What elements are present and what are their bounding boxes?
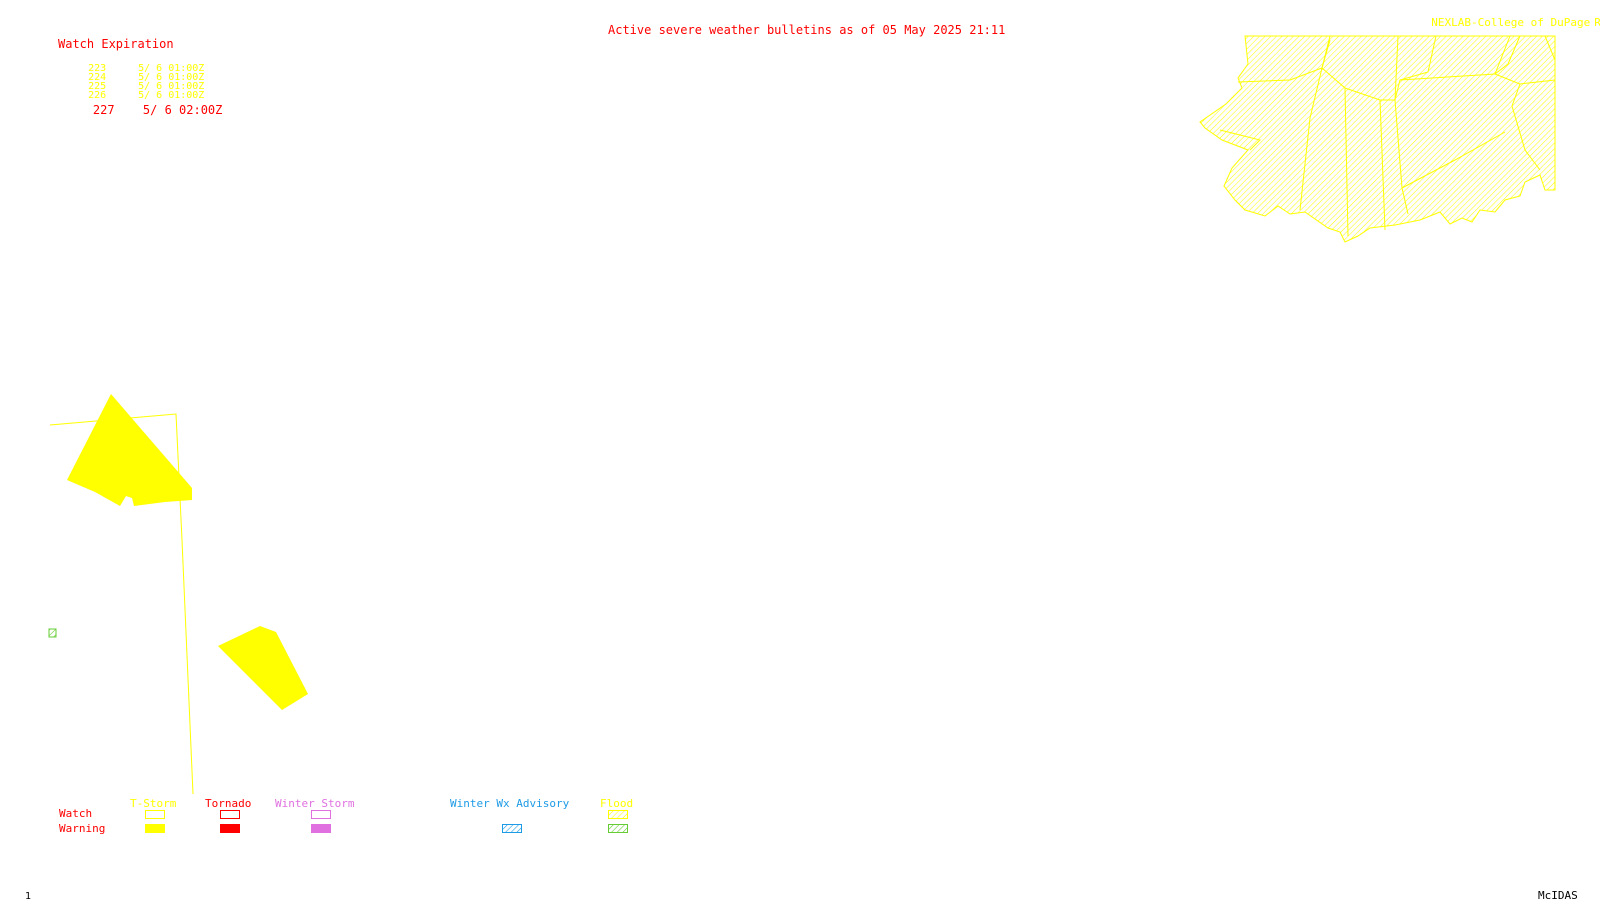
flood-warning-marker <box>48 628 57 638</box>
watch-expiration-list: 223 5/ 6 01:00Z 224 5/ 6 01:00Z 225 5/ 6 01… <box>64 54 222 117</box>
watch-expires: 5/ 6 01:00Z <box>138 63 205 74</box>
legend-flood-warning-swatch <box>608 824 628 833</box>
bulletin-title: Active severe weather bulletins as of 05… <box>608 23 1006 37</box>
legend-tornado-label: Tornado <box>205 797 252 810</box>
legend-tstorm-warning-swatch <box>145 824 165 833</box>
watch-expiration-title: Watch Expiration <box>58 37 174 51</box>
legend-warning-row-label: Warning <box>59 822 106 835</box>
watch-row: 225 5/ 6 01:00Z <box>64 72 222 92</box>
tstorm-warning-southwest <box>218 626 308 710</box>
legend-flood-watch-swatch <box>608 810 628 819</box>
watch-id: 227 <box>92 103 115 117</box>
mcidas-label: McIDAS <box>1538 889 1578 902</box>
legend-winter-storm-warning-swatch <box>311 824 331 833</box>
legend-tornado-watch-swatch <box>220 810 240 819</box>
legend-watch-row-label: Watch <box>59 807 93 820</box>
watch-id: 223 <box>88 63 107 74</box>
watch-area-northeast <box>1199 35 1556 243</box>
watch-row: 224 5/ 6 01:00Z <box>64 63 222 83</box>
legend-tornado-warning-swatch <box>220 824 240 833</box>
watch-id: 225 <box>88 81 107 92</box>
registered-mark: R <box>1594 16 1600 29</box>
watch-expires: 5/ 6 01:00Z <box>138 72 205 83</box>
watch-id: 224 <box>88 72 107 83</box>
legend-tstorm-watch-swatch <box>145 810 165 819</box>
watch-row: 227 5/ 6 02:00Z <box>64 92 222 116</box>
legend-winter-advisory-label: Winter Wx Advisory <box>450 797 570 810</box>
frame-number: 1 <box>25 891 32 902</box>
watch-row: 226 5/ 6 01:00Z <box>64 81 222 101</box>
tstorm-warning-west <box>67 394 192 506</box>
legend-winter-advisory-swatch <box>502 824 522 833</box>
watch-expires: 5/ 6 01:00Z <box>138 90 205 101</box>
legend-tstorm-label: T-Storm <box>130 797 177 810</box>
credit-text: NEXLAB-College of DuPage <box>1431 16 1591 29</box>
watch-id: 226 <box>88 90 107 101</box>
watch-row: 223 5/ 6 01:00Z <box>64 54 222 74</box>
watch-expires: 5/ 6 01:00Z <box>138 81 205 92</box>
watch-expires: 5/ 6 02:00Z <box>142 103 223 117</box>
legend-winter-storm-watch-swatch <box>311 810 331 819</box>
legend-flood-label: Flood <box>600 797 634 810</box>
legend-winter-storm-label: Winter Storm <box>275 797 355 810</box>
